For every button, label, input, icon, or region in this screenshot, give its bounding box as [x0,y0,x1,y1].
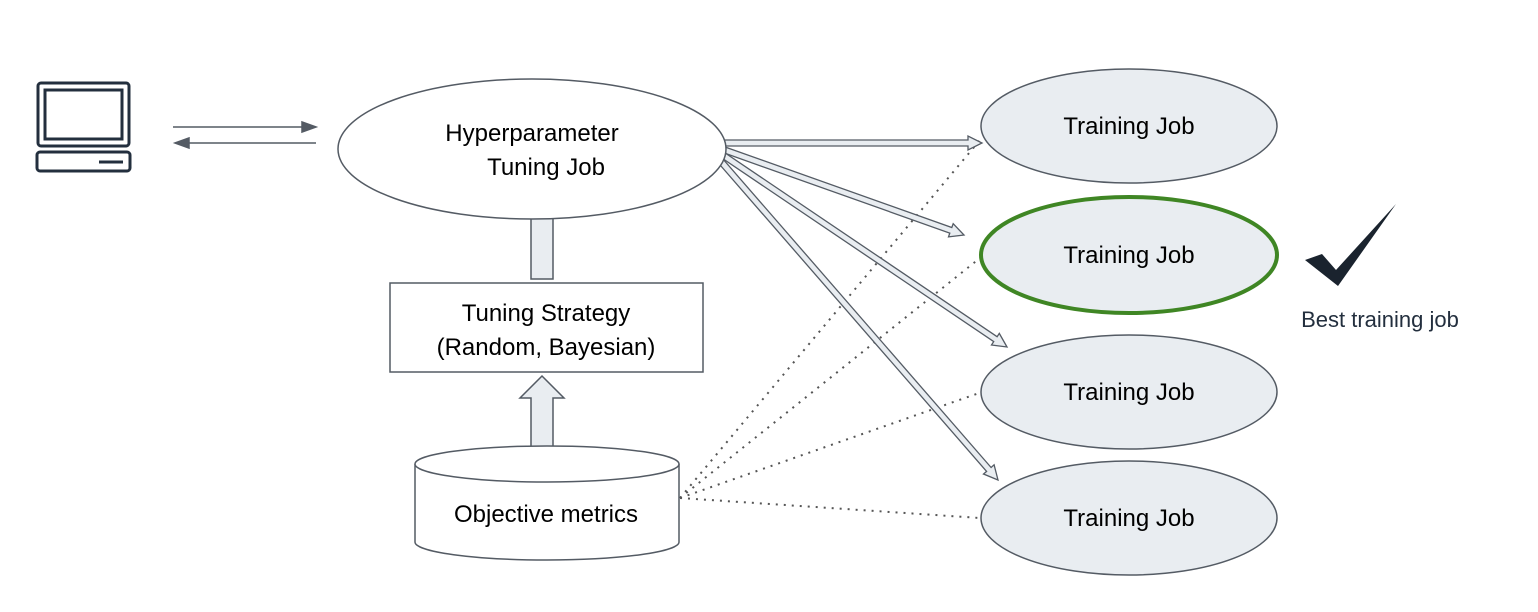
strategy-label-line1: Tuning Strategy [462,300,631,327]
best-training-job-node: Training Job [979,195,1279,315]
training-job-label: Training Job [1063,242,1194,269]
metric-connectors [679,139,983,519]
computer-icon [35,81,132,173]
tuning-job-label-line2: Tuning Job [487,154,605,181]
checkmark-icon [1305,204,1396,286]
tuning-job-node: Hyperparameter Tuning Job [337,78,727,220]
fan-arrow-2 [703,139,966,238]
best-training-job-label: Best training job [1301,307,1459,332]
training-job-node: Training Job [980,334,1278,450]
request-response-arrows [172,120,319,150]
fan-arrow-1 [704,134,984,152]
objective-metrics-label: Objective metrics [454,501,638,528]
training-job-label: Training Job [1063,379,1194,406]
training-job-label: Training Job [1063,505,1194,532]
training-job-node: Training Job [980,460,1278,576]
fan-arrow-3 [702,139,1009,348]
tuning-strategy-node: Tuning Strategy (Random, Bayesian) [389,282,704,373]
objective-metrics-node: Objective metrics [414,445,680,561]
fan-out-arrows [701,134,1009,482]
tuning-job-label-line1: Hyperparameter [445,120,618,147]
fan-arrow-4 [701,140,999,482]
training-job-node: Training Job [980,68,1278,184]
strategy-label-line2: (Random, Bayesian) [437,334,656,361]
training-job-label: Training Job [1063,113,1194,140]
